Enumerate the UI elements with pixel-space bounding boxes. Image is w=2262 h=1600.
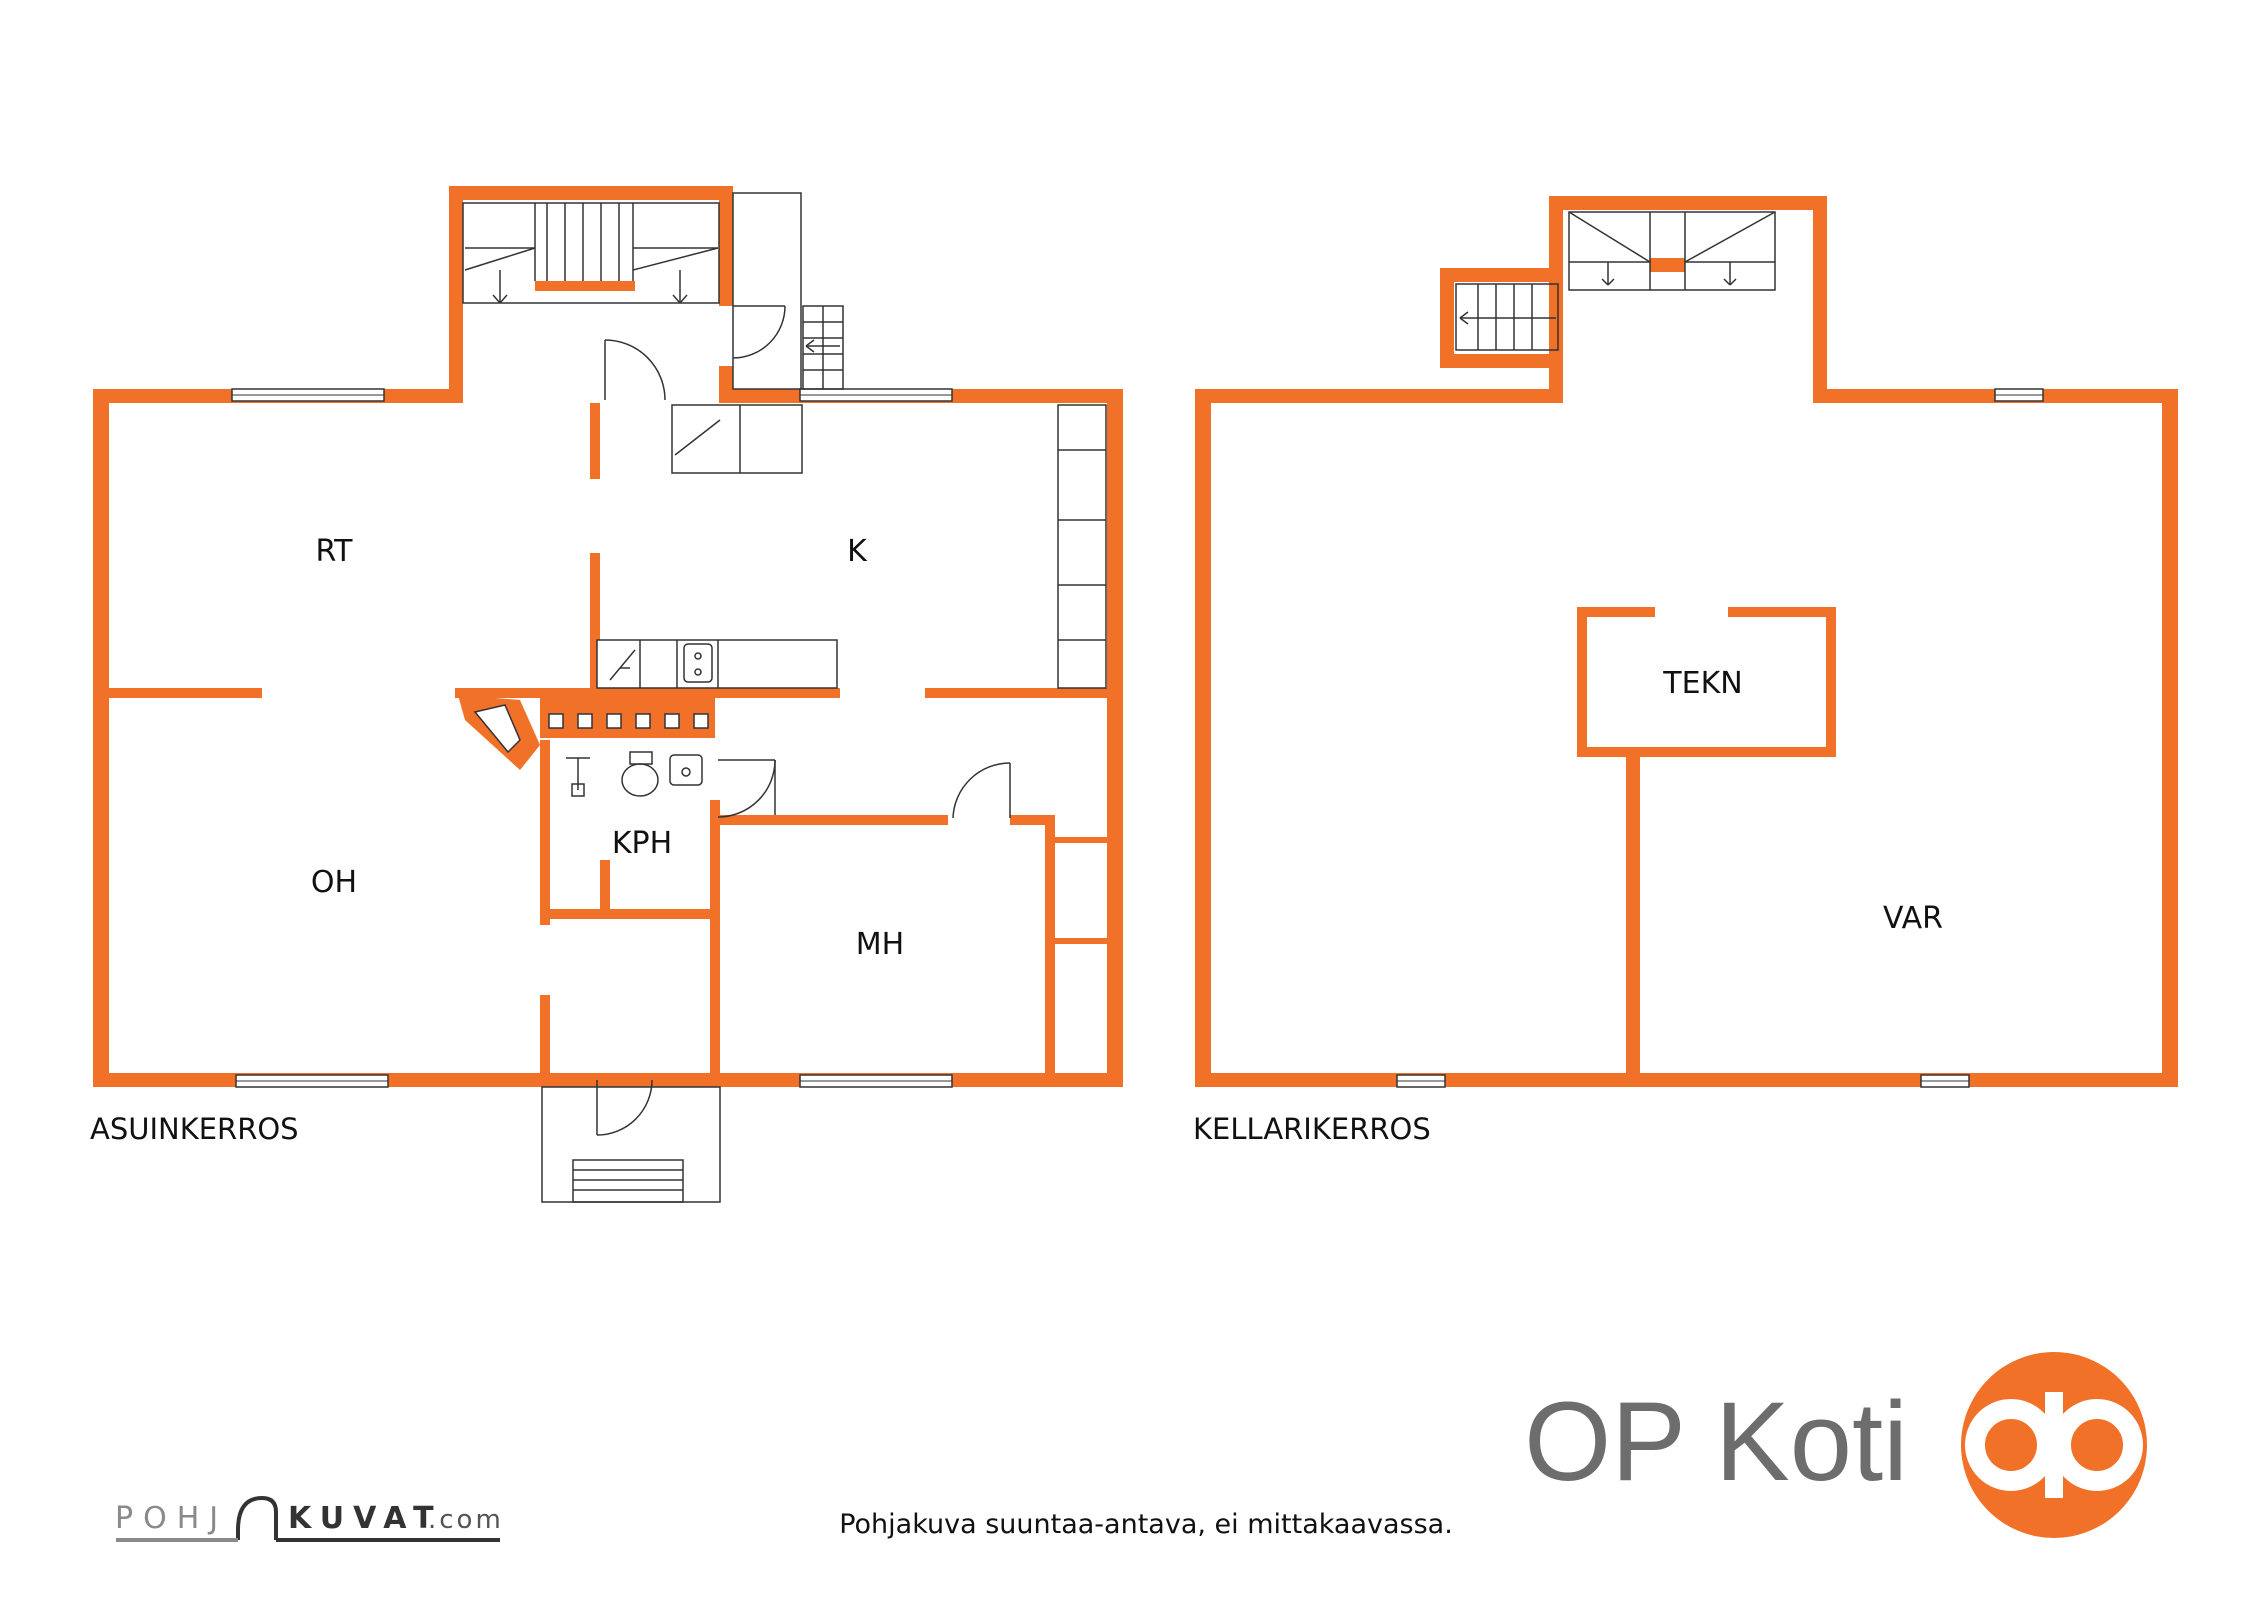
wall-k-south xyxy=(925,688,1107,698)
stair-projection-east-wall xyxy=(719,186,733,306)
kitchen-counters xyxy=(596,404,1107,689)
room-label-rt: RT xyxy=(316,534,354,569)
room-label-oh: OH xyxy=(311,865,357,900)
wall-mh-north-right xyxy=(1010,815,1055,825)
basement-floor-plan xyxy=(1195,196,2178,1088)
pohjakuvat-logo-left-text: POHJ xyxy=(115,1501,228,1536)
side-entry-steps xyxy=(732,192,844,390)
stair-projection-west-wall xyxy=(449,186,463,403)
front-steps xyxy=(541,1086,721,1203)
closet-shelf-middle xyxy=(1055,938,1107,944)
main-floor-west-wall xyxy=(93,389,109,1087)
basement-projection-north xyxy=(1549,196,1827,210)
main-floor-east-wall xyxy=(1107,389,1123,1087)
room-label-mh: MH xyxy=(856,927,904,962)
basement-east-wall xyxy=(2162,389,2178,1087)
stair-projection-east-wall-low xyxy=(719,366,733,403)
room-label-k: K xyxy=(847,534,868,569)
tekn-north-wall-left xyxy=(1577,607,1655,617)
room-label-kph: KPH xyxy=(612,826,672,861)
door-swing-icon xyxy=(717,759,776,818)
pohjakuvat-logo-suffix-text: .com xyxy=(428,1505,504,1535)
wall-rt-k-lower xyxy=(590,553,600,693)
basement-west-wall xyxy=(1195,389,1211,1087)
shower-icon xyxy=(566,757,590,797)
wall-oh-kph xyxy=(540,740,550,925)
pohjakuvat-logo-icon: POHJ KUVAT .com xyxy=(115,1495,504,1542)
basement-north-wall-left xyxy=(1195,389,1563,403)
floor-label-basement: KELLARIKERROS xyxy=(1193,1112,1431,1146)
wall-oh-entry xyxy=(540,995,550,1073)
wall-kph-south xyxy=(540,909,712,919)
wall-chimney-band xyxy=(455,688,840,698)
op-logo-icon xyxy=(1961,1352,2147,1538)
room-label-tekn: TEKN xyxy=(1662,666,1742,701)
duct-band xyxy=(540,698,715,738)
basement-stair-bump-west xyxy=(1440,268,1454,368)
main-floor-plan xyxy=(93,186,1123,1203)
room-label-var: VAR xyxy=(1883,901,1943,936)
stair-landing-wall xyxy=(535,281,635,291)
wall-kph-partition xyxy=(600,860,610,910)
wall-rt-k-upper xyxy=(590,403,600,479)
var-divider-wall xyxy=(1626,757,1640,1073)
wall-mh-north-left xyxy=(710,815,948,825)
tekn-south-wall xyxy=(1577,747,1836,757)
door-swing-icon xyxy=(732,305,786,359)
basement-projection-west xyxy=(1549,196,1563,403)
door-swing-icon xyxy=(604,339,666,401)
closet-shelf-top xyxy=(1055,837,1107,843)
wall-rt-oh xyxy=(109,688,262,698)
pohjakuvat-logo-right-text: KUVAT xyxy=(288,1501,443,1536)
chimney-flue xyxy=(473,704,521,754)
basement-projection-east xyxy=(1813,196,1827,403)
basement-stair-bump-north xyxy=(1440,268,1563,282)
wall-mh-west xyxy=(710,800,720,1073)
basement-stair-bump-south xyxy=(1440,354,1563,368)
floor-label-main: ASUINKERROS xyxy=(90,1112,299,1146)
tekn-west-wall xyxy=(1577,607,1587,757)
toilet-icon xyxy=(621,751,659,797)
stair-icon xyxy=(1455,211,1776,351)
door-swing-icon xyxy=(952,762,1011,819)
ventilation-ducts xyxy=(548,713,709,729)
basement-south-wall xyxy=(1195,1073,2178,1087)
stove-icon xyxy=(609,649,636,681)
tekn-north-wall-right xyxy=(1728,607,1836,617)
door-swing-icon xyxy=(596,1079,653,1136)
basement-stair-bump-connector xyxy=(1552,354,1563,403)
wall-mh-east xyxy=(1045,815,1055,1073)
sink-icon xyxy=(669,754,703,786)
basement-stair-core xyxy=(1650,258,1685,272)
sink-icon xyxy=(683,643,713,683)
brand-name: OP Koti xyxy=(1524,1379,1908,1504)
tekn-east-wall xyxy=(1826,607,1836,757)
stair-projection-north-wall xyxy=(449,186,733,200)
disclaimer-text: Pohjakuva suuntaa-antava, ei mittakaavas… xyxy=(839,1509,1453,1540)
stair-icon xyxy=(462,202,720,304)
